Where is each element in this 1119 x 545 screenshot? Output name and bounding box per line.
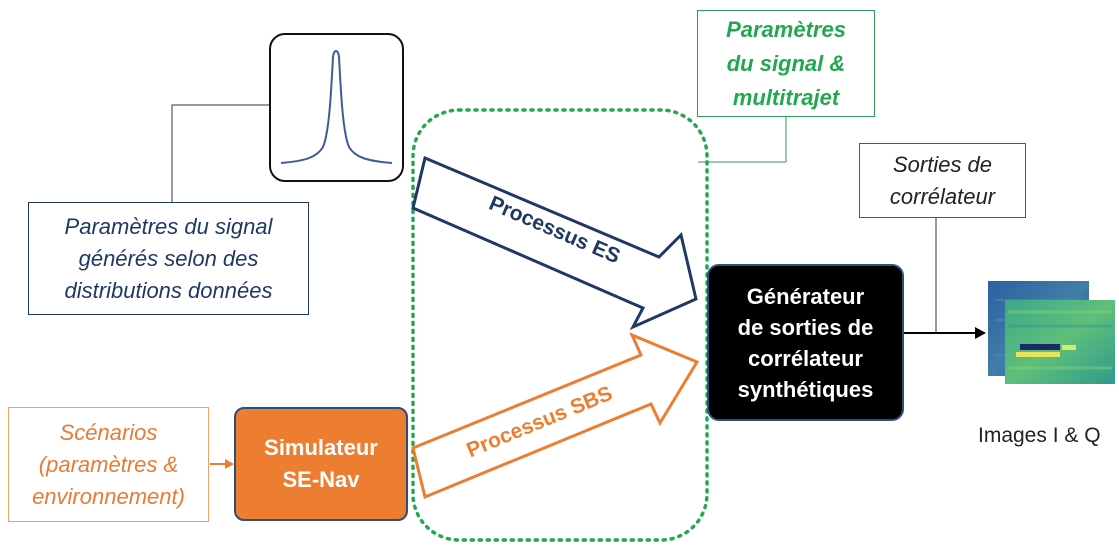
multipath-parameters-text: Paramètres du signal & multitrajet bbox=[726, 16, 846, 110]
generator-text: Générateur de sorties de corrélateur syn… bbox=[737, 283, 874, 402]
image-q bbox=[1005, 300, 1115, 384]
signal-parameters-box: Paramètres du signal générés selon des d… bbox=[28, 202, 309, 315]
connector-multipath-to-region bbox=[698, 117, 787, 163]
signal-parameters-text: Paramètres du signal générés selon des d… bbox=[64, 213, 273, 303]
arrowhead-scenarios bbox=[225, 459, 234, 469]
peak-curve-icon bbox=[280, 50, 393, 164]
scenarios-box: Scénarios (paramètres & environnement) bbox=[8, 407, 209, 522]
correlator-outputs-box: Sorties de corrélateur bbox=[859, 143, 1026, 218]
multipath-parameters-box: Paramètres du signal & multitrajet bbox=[697, 10, 875, 117]
scenarios-text: Scénarios (paramètres & environnement) bbox=[32, 419, 185, 509]
generator-node: Générateur de sorties de corrélateur syn… bbox=[707, 264, 904, 421]
arrow-processus-sbs bbox=[411, 332, 700, 500]
distribution-box bbox=[269, 33, 404, 182]
simulator-node: Simulateur SE-Nav bbox=[234, 407, 408, 521]
images-label: Images I & Q bbox=[978, 424, 1101, 447]
simulator-text: Simulateur SE-Nav bbox=[264, 435, 378, 492]
arrow-processus-es bbox=[411, 155, 698, 331]
correlator-outputs-text: Sorties de corrélateur bbox=[889, 151, 996, 209]
arrowhead-images bbox=[975, 327, 986, 339]
connector-peak-to-params bbox=[171, 104, 269, 202]
